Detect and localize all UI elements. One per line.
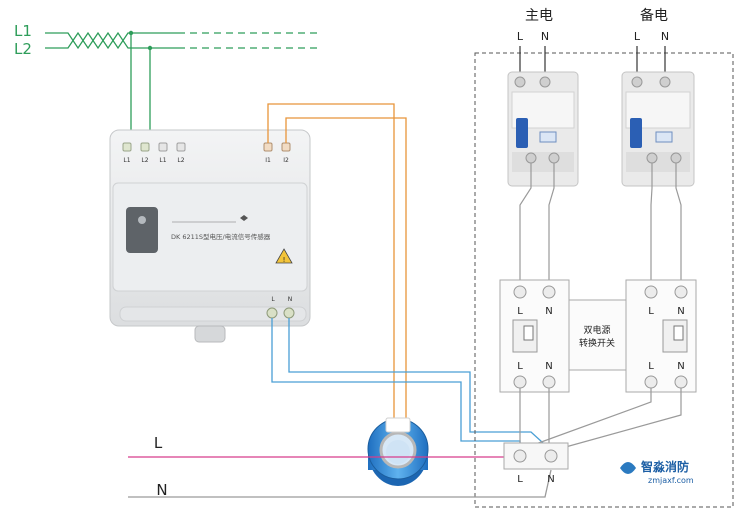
ats-main-n-top: N <box>545 306 552 317</box>
current-transformer <box>367 417 429 486</box>
status-led-icon <box>138 216 146 224</box>
model-name: DK 6211S型电压/电流信号传感器 <box>171 232 271 241</box>
backup-breaker-handle <box>630 118 642 148</box>
ats-main-l-bottom: L <box>517 361 523 372</box>
signal-terminal-label: I1 <box>265 157 271 164</box>
watermark-url: zmjaxf.com <box>648 476 694 485</box>
enclosure-boundary <box>474 52 734 508</box>
ats-output-wires <box>519 388 682 449</box>
load-n-label: N <box>156 481 167 499</box>
breaker-output-wires <box>519 163 682 288</box>
brand-logo-icon <box>240 215 248 221</box>
load-lines: L N <box>128 434 552 499</box>
svg-text:!: ! <box>283 256 286 264</box>
output-terminal-block: L N <box>503 442 569 485</box>
load-l-label: L <box>154 434 163 452</box>
ats-backup-l-bottom: L <box>648 361 654 372</box>
ats-main-n-bottom: N <box>545 361 552 372</box>
backup-power-l-label: L <box>634 30 641 43</box>
signal-terminal-label: I2 <box>283 157 289 164</box>
ats-backup-n-bottom: N <box>677 361 684 372</box>
dual-power-transfer-switch: L N L N 双电源 转换开关 L N L N <box>499 279 697 393</box>
main-power-l-label: L <box>517 30 524 43</box>
ats-backup-l-top: L <box>648 306 654 317</box>
signal-wires <box>267 103 407 440</box>
output-l-label: L <box>517 474 523 485</box>
watermark-name: 智淼消防 <box>640 459 689 474</box>
main-power-title: 主电 <box>525 8 553 24</box>
status-button-panel <box>126 207 158 253</box>
watermark: 智淼消防 zmjaxf.com <box>620 459 694 485</box>
ats-label-line2: 转换开关 <box>579 337 615 349</box>
top-terminal-label: L2 <box>177 157 184 164</box>
ats-main-l-top: L <box>517 306 523 317</box>
top-terminal-label: L1 <box>123 157 130 164</box>
warning-icon <box>275 248 293 264</box>
l2-label: L2 <box>14 40 32 58</box>
ats-label-line1: 双电源 <box>583 324 610 336</box>
main-breaker-handle <box>516 118 528 148</box>
incoming-lines: L1 L2 <box>14 22 322 142</box>
top-terminal-group: L1 L2 L1 L2 I1 I2 <box>122 142 291 164</box>
top-terminal-label: L1 <box>159 157 166 164</box>
sensor-module: L1 L2 L1 L2 I1 I2 DK 6211S型电压/电流信号传感器 ! … <box>109 129 311 343</box>
main-power-breaker: 主电 L N <box>507 8 579 187</box>
ats-backup-n-top: N <box>677 306 684 317</box>
output-n-label: N <box>547 474 554 485</box>
main-power-n-label: N <box>541 30 549 43</box>
bottom-terminal-label: L <box>271 296 275 303</box>
top-terminal-label: L2 <box>141 157 148 164</box>
bottom-terminal-label: N <box>288 296 293 303</box>
l1-label: L1 <box>14 22 32 40</box>
watermark-logo-icon <box>620 462 636 474</box>
backup-power-n-label: N <box>661 30 669 43</box>
backup-power-title: 备电 <box>640 7 668 24</box>
backup-power-breaker: 备电 L N <box>621 7 695 187</box>
